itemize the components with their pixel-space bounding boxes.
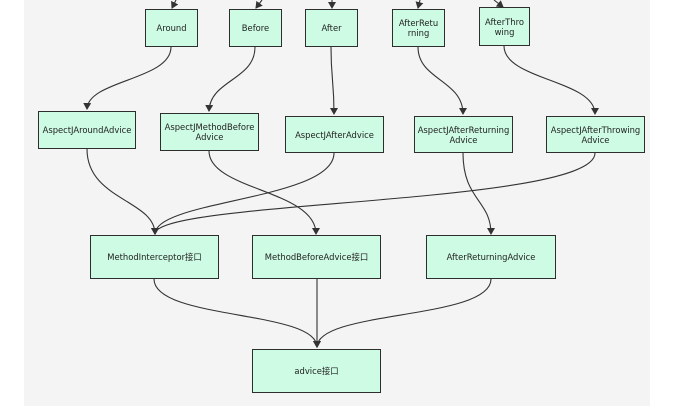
node-before[interactable]: Before <box>229 9 282 47</box>
node-aspectj-around-advice[interactable]: AspectJAroundAdvice <box>38 111 136 149</box>
node-advice[interactable]: advice接口 <box>252 349 381 393</box>
node-aspectj-after-throwing-advice[interactable]: AspectJAfterThrowing Advice <box>546 116 645 153</box>
edge-into-around <box>171 0 179 9</box>
edge-aspectj-afterthrowing-to-methodinterceptor <box>151 152 596 235</box>
node-after-throwing[interactable]: AfterThro wing <box>479 7 530 46</box>
node-after[interactable]: After <box>305 9 358 47</box>
node-around[interactable]: Around <box>145 9 198 47</box>
edge-after-to-aspectj-after <box>329 46 338 115</box>
node-aspectj-method-before-advice[interactable]: AspectJMethodBefore Advice <box>160 113 259 151</box>
edge-into-after-throwing <box>493 0 504 8</box>
edge-aspectj-after-to-methodinterceptor <box>151 152 335 235</box>
edge-methodinterceptor-to-advice <box>153 278 321 348</box>
edge-aspectj-around-to-methodinterceptor <box>86 148 159 235</box>
edge-into-after-returning <box>415 0 424 9</box>
edge-into-before <box>255 0 263 9</box>
edge-aspectj-before-to-methodbefore <box>208 150 320 235</box>
edge-aspectj-afterreturning-to-afterreturning <box>462 152 495 235</box>
edge-afterthrowing-to-aspectj-afterthrowing <box>503 45 599 115</box>
edge-around-to-aspectj-around <box>83 46 172 110</box>
node-aspectj-after-advice[interactable]: AspectJAfterAdvice <box>285 116 384 153</box>
node-method-interceptor[interactable]: MethodInterceptor接口 <box>90 235 219 279</box>
edge-before-to-aspectj-before <box>205 46 256 112</box>
node-after-returning-advice[interactable]: AfterReturningAdvice <box>426 235 556 279</box>
node-after-returning[interactable]: AfterRetu rning <box>392 9 445 47</box>
node-aspectj-after-returning-advice[interactable]: AspectJAfterReturning Advice <box>414 116 513 153</box>
edge-afterreturning-to-advice <box>313 278 492 348</box>
edge-afterreturning-to-aspectj-afterreturning <box>417 46 467 115</box>
node-method-before-advice[interactable]: MethodBeforeAdvice接口 <box>252 235 381 279</box>
